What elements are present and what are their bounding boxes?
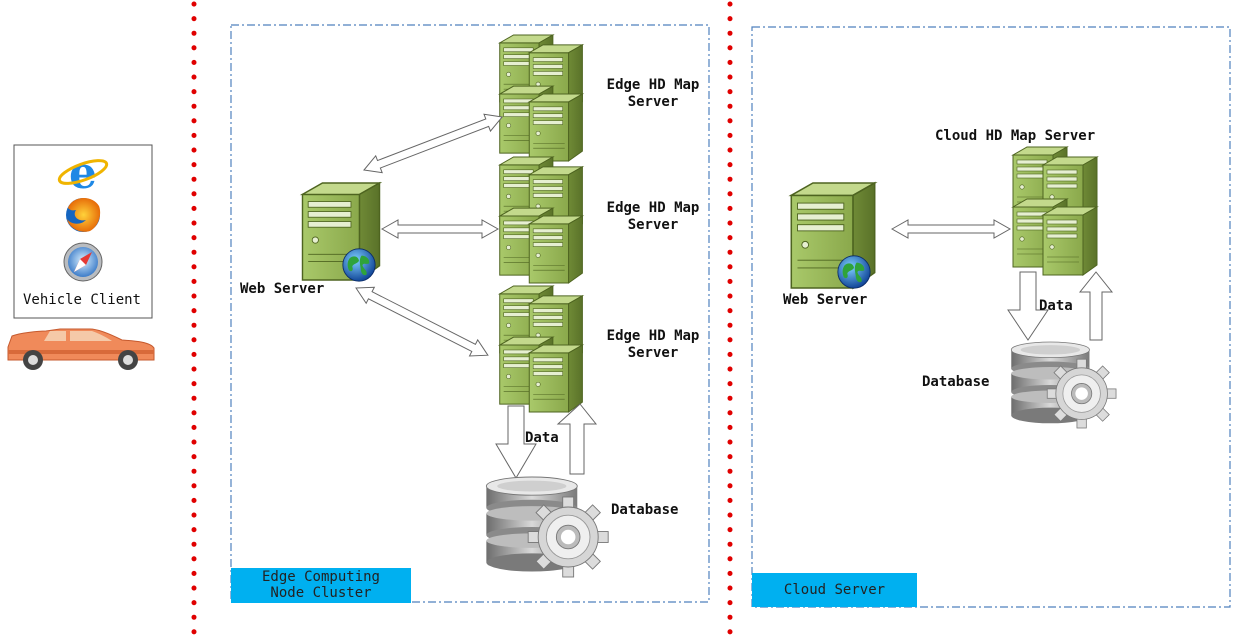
edge-map-server-1 bbox=[500, 35, 583, 161]
edge-data-label: Data bbox=[525, 430, 559, 446]
cloud-web-server-label: Web Server bbox=[783, 292, 868, 308]
edge-map-server-3-line1: Edge HD Map bbox=[606, 328, 700, 344]
edge-web-server-label: Web Server bbox=[240, 281, 325, 297]
cloud-database bbox=[1010, 341, 1117, 429]
edge-map-server-3-line2: Server bbox=[627, 345, 679, 361]
edge-map-server-2-line2: Server bbox=[627, 217, 679, 233]
edge-cluster-tag-line2: Node Cluster bbox=[270, 585, 372, 601]
edge-map-server-1-line2: Server bbox=[627, 94, 679, 110]
edge-map-server-1-label: Edge HD Map Server bbox=[593, 77, 713, 111]
arrow-web-to-map-3 bbox=[355, 286, 489, 357]
arrow-web-to-map-2 bbox=[380, 219, 500, 239]
globe-icon bbox=[342, 248, 376, 282]
cloud-database-label: Database bbox=[922, 374, 990, 390]
cloud-server-tag: Cloud Server bbox=[752, 573, 917, 607]
vehicle-client-label: Vehicle Client bbox=[23, 292, 141, 308]
cloud-frame bbox=[751, 26, 1231, 608]
edge-database bbox=[485, 476, 609, 578]
cloud-map-server bbox=[1013, 147, 1097, 275]
internet-explorer-icon: e bbox=[57, 148, 109, 199]
arrow-cloud-web-to-map bbox=[890, 219, 1012, 239]
svg-text:e: e bbox=[69, 148, 97, 199]
edge-cluster-tag: Edge Computing Node Cluster bbox=[231, 568, 411, 603]
car-icon bbox=[7, 328, 155, 370]
edge-database-label: Database bbox=[611, 502, 679, 518]
edge-map-server-2-label: Edge HD Map Server bbox=[593, 200, 713, 234]
arrow-web-to-map-1 bbox=[363, 113, 504, 174]
edge-web-server bbox=[301, 182, 381, 282]
edge-map-server-2 bbox=[500, 157, 583, 283]
edge-map-server-3-label: Edge HD Map Server bbox=[593, 328, 713, 362]
edge-data-up-arrow bbox=[556, 403, 598, 475]
safari-icon bbox=[63, 242, 103, 282]
edge-map-server-2-line1: Edge HD Map bbox=[606, 200, 700, 216]
cloud-data-label: Data bbox=[1039, 298, 1073, 314]
edge-map-server-3 bbox=[500, 286, 583, 412]
cloud-data-down-arrow bbox=[1007, 271, 1049, 341]
cloud-map-server-label: Cloud HD Map Server bbox=[935, 128, 1096, 144]
edge-map-server-1-line1: Edge HD Map bbox=[606, 77, 700, 93]
cloud-data-up-arrow bbox=[1078, 271, 1114, 341]
cloud-web-server bbox=[790, 182, 876, 289]
globe-icon bbox=[837, 255, 871, 289]
edge-data-down-arrow bbox=[495, 405, 537, 479]
edge-cluster-tag-line1: Edge Computing bbox=[261, 569, 380, 585]
firefox-icon bbox=[66, 197, 101, 232]
